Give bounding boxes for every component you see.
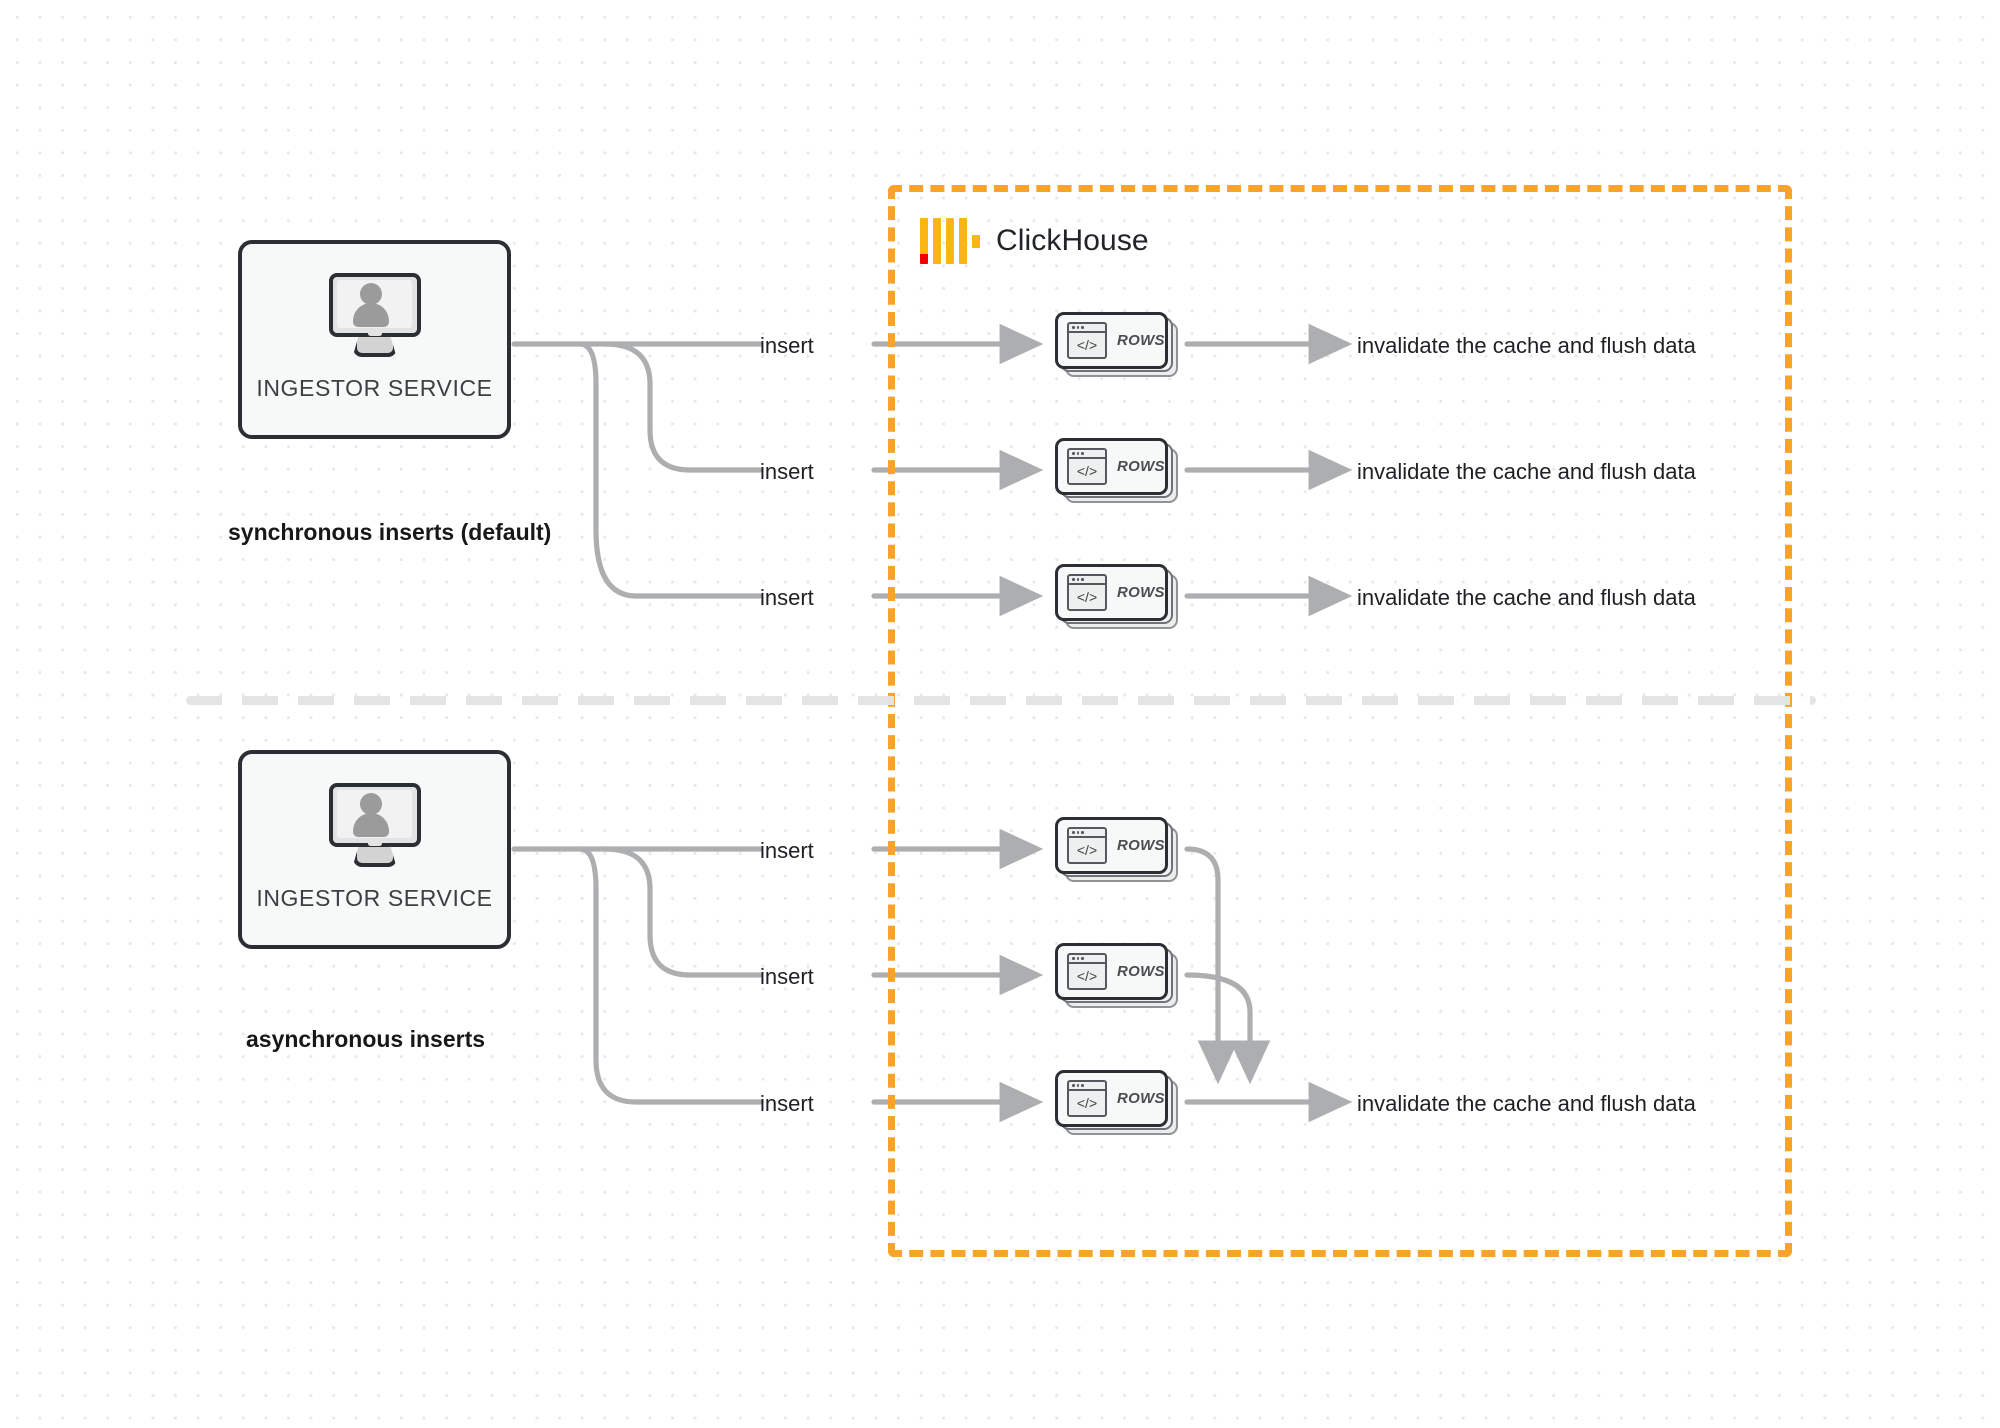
ingestor-service-async[interactable]: INGESTOR SERVICE (238, 750, 511, 949)
clickhouse-brand: ClickHouse (920, 218, 1149, 264)
section-caption-synchronous: synchronous inserts (default) (228, 519, 552, 545)
rows-node-label: ROWS (1117, 1090, 1165, 1107)
code-window-icon: </> (1067, 574, 1107, 611)
code-window-icon: </> (1067, 448, 1107, 485)
rows-node-sync-3[interactable]: </> ROWS (1055, 564, 1178, 629)
edge-label-insert-sync-2: insert (760, 459, 814, 484)
rows-node-label: ROWS (1117, 837, 1165, 854)
edge-label-insert-sync-3: insert (760, 585, 814, 610)
ingestor-service-label-sync: INGESTOR SERVICE (256, 375, 493, 401)
rows-node-async-1[interactable]: </> ROWS (1055, 817, 1178, 882)
code-window-icon: </> (1067, 827, 1107, 864)
rows-node-async-2[interactable]: </> ROWS (1055, 943, 1178, 1008)
rows-node-label: ROWS (1117, 584, 1165, 601)
wire-sync-branch-2 (602, 341, 763, 473)
monitor-user-icon (328, 783, 421, 867)
clickhouse-wordmark: ClickHouse (996, 224, 1149, 257)
rows-node-label: ROWS (1117, 963, 1165, 980)
wire-async-branch-2 (602, 846, 763, 978)
result-label-async-merged: invalidate the cache and flush data (1357, 1091, 1696, 1116)
code-window-icon: </> (1067, 322, 1107, 359)
code-window-icon: </> (1067, 1080, 1107, 1117)
ingestor-service-label-async: INGESTOR SERVICE (256, 885, 493, 911)
result-label-sync-3: invalidate the cache and flush data (1357, 585, 1696, 610)
ingestor-service-sync[interactable]: INGESTOR SERVICE (238, 240, 511, 439)
edge-label-insert-async-3: insert (760, 1091, 814, 1116)
section-caption-asynchronous: asynchronous inserts (246, 1026, 486, 1052)
monitor-user-icon (328, 273, 421, 357)
edge-label-insert-sync-1: insert (760, 333, 814, 358)
wire-sync-branch-3 (577, 341, 763, 599)
wire-async-branch-3 (577, 846, 763, 1105)
rows-node-label: ROWS (1117, 332, 1165, 349)
code-window-icon: </> (1067, 953, 1107, 990)
rows-node-label: ROWS (1117, 458, 1165, 475)
result-label-sync-1: invalidate the cache and flush data (1357, 333, 1696, 358)
edge-label-insert-async-2: insert (760, 964, 814, 989)
clickhouse-boundary (888, 185, 1792, 1257)
rows-node-sync-2[interactable]: </> ROWS (1055, 438, 1178, 503)
section-divider (186, 696, 1816, 705)
edge-label-insert-async-1: insert (760, 838, 814, 863)
clickhouse-logo (920, 218, 980, 264)
rows-node-async-3[interactable]: </> ROWS (1055, 1070, 1178, 1135)
rows-node-sync-1[interactable]: </> ROWS (1055, 312, 1178, 377)
result-label-sync-2: invalidate the cache and flush data (1357, 459, 1696, 484)
